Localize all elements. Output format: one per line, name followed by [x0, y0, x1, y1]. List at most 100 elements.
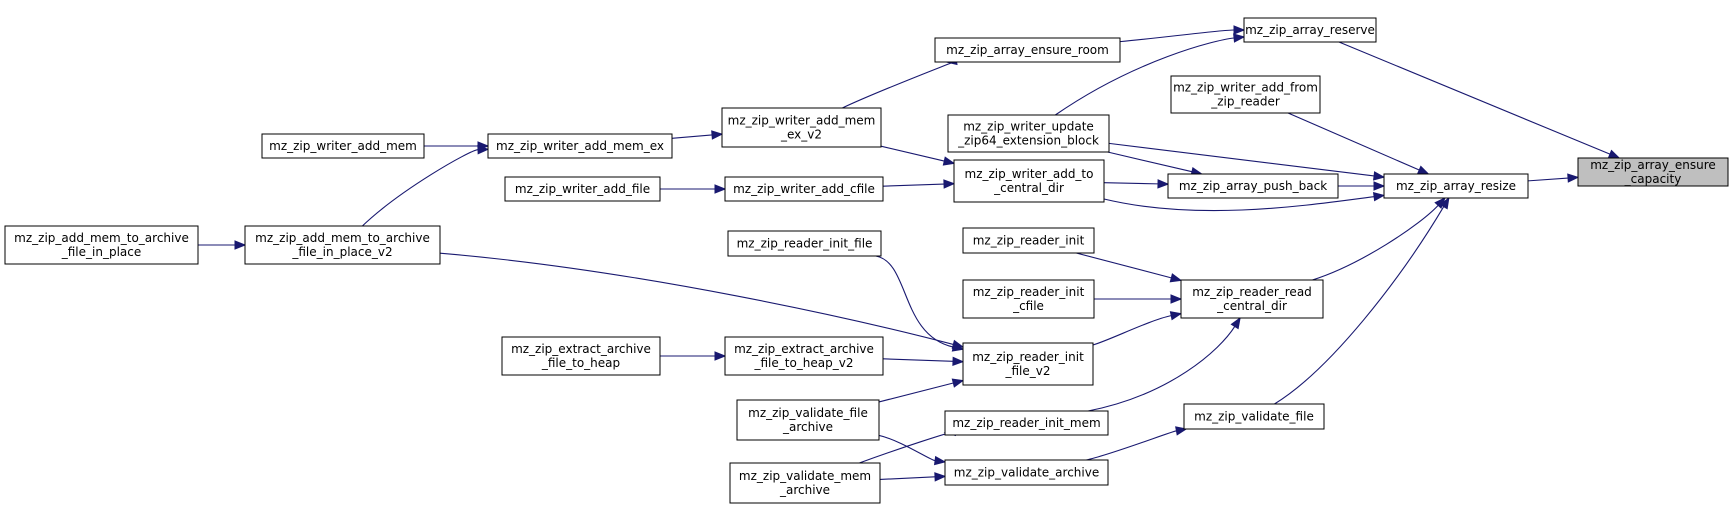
arrowhead-icon: [1373, 171, 1386, 181]
edge-update_zip64-to-resize: [1108, 142, 1386, 181]
arrowhead-icon: [933, 455, 947, 466]
arrowhead-icon: [942, 156, 956, 166]
edge-update_zip64-to-push_back: [1107, 151, 1203, 177]
node-reader-init-file-v2[interactable]: mz_zip_reader_init_file_v2: [962, 342, 1094, 386]
arrowhead-icon: [1416, 165, 1430, 175]
node-label: _capacity: [1624, 172, 1682, 186]
node-label: mz_zip_add_mem_to_archive: [14, 231, 189, 245]
node-push-back[interactable]: mz_zip_array_push_back: [1167, 173, 1339, 199]
edge-add_mem_to_archive_v2-to-add_mem_ex: [361, 144, 490, 227]
arrowhead-icon: [934, 472, 947, 482]
arrowhead-icon: [1170, 294, 1183, 304]
node-reserve[interactable]: mz_zip_array_reserve: [1243, 17, 1377, 43]
arrowhead-icon: [1607, 149, 1621, 159]
node-validate-mem-archive[interactable]: mz_zip_validate_mem_archive: [729, 462, 881, 504]
node-add-from-zip-reader[interactable]: mz_zip_writer_add_from_zip_reader: [1170, 75, 1321, 114]
node-update-zip64[interactable]: mz_zip_writer_update_zip64_extension_blo…: [947, 114, 1110, 153]
edge-add_mem_ex_v2-to-ensure_room: [842, 55, 958, 109]
node-validate-file-archive[interactable]: mz_zip_validate_file_archive: [736, 399, 880, 441]
node-label: mz_zip_reader_init_file: [737, 237, 873, 251]
node-label: mz_zip_validate_archive: [954, 466, 1099, 480]
node-read-central-dir[interactable]: mz_zip_reader_read_central_dir: [1180, 279, 1324, 319]
arrowhead-icon: [714, 351, 727, 361]
node-label: mz_zip_reader_read: [1192, 285, 1312, 299]
node-resize[interactable]: mz_zip_array_resize: [1383, 173, 1529, 199]
arrowhead-icon: [1567, 173, 1580, 183]
edge-add_from_zip_reader-to-resize: [1287, 112, 1430, 175]
node-label: mz_zip_add_mem_to_archive: [255, 231, 430, 245]
node-label: _cfile: [1012, 299, 1044, 313]
node-add-mem-ex-v2[interactable]: mz_zip_writer_add_mem_ex_v2: [721, 107, 882, 148]
node-add-mem-to-archive-v2[interactable]: mz_zip_add_mem_to_archive_file_in_place_…: [244, 225, 441, 265]
node-label: mz_zip_reader_init: [972, 350, 1084, 364]
arrowhead-icon: [1233, 33, 1246, 43]
node-label: mz_zip_array_ensure_room: [946, 43, 1109, 57]
edge-add_to_central_dir-to-resize: [1103, 192, 1386, 212]
node-label: _archive: [782, 420, 833, 434]
edge-add_mem_to_archive-to-add_mem_to_archive_v2: [198, 240, 247, 250]
edge-add_to_central_dir-to-push_back: [1103, 179, 1170, 189]
node-label: mz_zip_array_reserve: [1245, 23, 1375, 37]
node-label: mz_zip_writer_update: [963, 120, 1094, 134]
node-reader-init-file[interactable]: mz_zip_reader_init_file: [727, 230, 882, 257]
arrowhead-icon: [1439, 196, 1450, 210]
arrowhead-icon: [1373, 181, 1386, 191]
node-label: mz_zip_writer_add_mem: [728, 114, 876, 128]
node-extract-to-heap[interactable]: mz_zip_extract_archive_file_to_heap: [501, 336, 661, 376]
arrowhead-icon: [951, 378, 965, 388]
edge-validate_file_archive-to-validate_archive: [878, 434, 947, 466]
node-label: mz_zip_writer_add_to: [965, 167, 1094, 181]
node-extract-to-heap-v2[interactable]: mz_zip_extract_archive_file_to_heap_v2: [724, 336, 884, 376]
node-label: mz_zip_writer_add_mem_ex: [496, 139, 664, 153]
arrowhead-icon: [1230, 316, 1241, 330]
edge-push_back-to-resize: [1338, 181, 1386, 191]
edge-add_file-to-add_cfile: [660, 184, 727, 194]
edge-update_zip64-to-reserve: [1054, 33, 1246, 116]
node-label: _ex_v2: [780, 128, 822, 142]
node-label: mz_zip_writer_add_mem: [269, 139, 417, 153]
node-validate-archive[interactable]: mz_zip_validate_archive: [944, 459, 1109, 486]
node-add-file[interactable]: mz_zip_writer_add_file: [504, 176, 661, 202]
arrowhead-icon: [1169, 273, 1183, 283]
node-add-to-central-dir[interactable]: mz_zip_writer_add_to_central_dir: [953, 159, 1105, 203]
edge-reader_init_mem-to-read_central_dir: [1087, 316, 1241, 412]
node-label: _file_in_place_v2: [291, 245, 392, 259]
edge-validate_file_archive-to-reader_init_file_v2: [878, 378, 965, 403]
arrowhead-icon: [234, 240, 247, 250]
edge-resize-to-ensure_capacity: [1527, 173, 1580, 183]
node-ensure-capacity[interactable]: mz_zip_array_ensure_capacity: [1577, 157, 1729, 187]
node-validate-file[interactable]: mz_zip_validate_file: [1183, 403, 1325, 430]
arrowhead-icon: [951, 342, 965, 352]
node-reader-init-mem[interactable]: mz_zip_reader_init_mem: [944, 410, 1109, 436]
node-label: mz_zip_extract_archive: [734, 342, 874, 356]
arrowhead-icon: [1233, 25, 1246, 35]
edge-reader_init_cfile-to-read_central_dir: [1094, 294, 1183, 304]
node-label: _file_v2: [1004, 364, 1050, 378]
arrowhead-icon: [1169, 311, 1183, 321]
arrowhead-icon: [714, 184, 727, 194]
node-label: _file_to_heap_v2: [753, 356, 853, 370]
node-label: mz_zip_writer_add_file: [515, 182, 650, 196]
function-nodes: mz_zip_array_ensure_capacity mz_zip_array…: [4, 17, 1729, 504]
node-label: _central_dir: [1216, 299, 1287, 313]
edge-add_mem_to_archive_v2-to-reader_init_file_v2: [439, 252, 965, 349]
edge-add_mem_ex_v2-to-add_to_central_dir: [880, 145, 956, 166]
node-reader-init-cfile[interactable]: mz_zip_reader_init_cfile: [962, 279, 1095, 319]
node-label: _file_in_place: [61, 245, 142, 259]
node-add-mem[interactable]: mz_zip_writer_add_mem: [261, 133, 425, 159]
node-label: mz_zip_validate_mem: [739, 469, 871, 483]
edge-extract_to_heap-to-extract_to_heap_v2: [660, 351, 727, 361]
node-label: mz_zip_reader_init: [973, 234, 1085, 248]
edge-add_mem_ex-to-add_mem_ex_v2: [671, 130, 724, 140]
node-ensure-room[interactable]: mz_zip_array_ensure_room: [934, 37, 1121, 63]
node-add-mem-to-archive[interactable]: mz_zip_add_mem_to_archive_file_in_place: [4, 225, 199, 265]
node-add-cfile[interactable]: mz_zip_writer_add_cfile: [724, 176, 884, 202]
node-label: _central_dir: [993, 181, 1064, 195]
node-reader-init[interactable]: mz_zip_reader_init: [962, 227, 1095, 254]
edge-reserve-to-ensure_capacity: [1338, 41, 1621, 159]
node-label: mz_zip_writer_add_cfile: [733, 182, 875, 196]
node-add-mem-ex[interactable]: mz_zip_writer_add_mem_ex: [487, 133, 673, 159]
edge-add_cfile-to-add_to_central_dir: [882, 179, 956, 189]
arrowhead-icon: [711, 130, 724, 140]
